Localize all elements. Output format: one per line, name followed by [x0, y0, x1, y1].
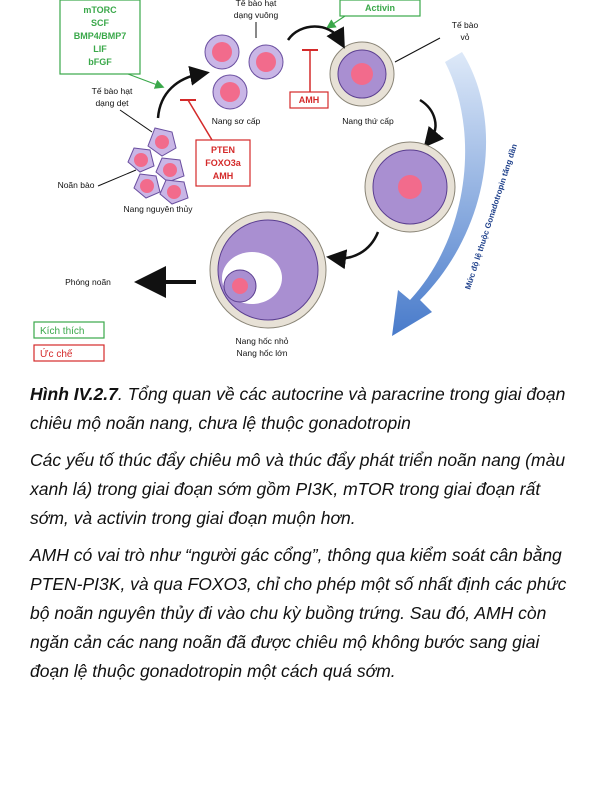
pten-inhibit-line: [187, 99, 213, 141]
amh-label: AMH: [299, 95, 320, 105]
theca-cells-label: Tế bào: [452, 20, 479, 30]
gonadotropin-gradient-arrow: [392, 52, 487, 336]
caption-title: . Tổng quan về các autocrine và paracrin…: [30, 384, 566, 433]
inhibitor-item: FOXO3a: [205, 158, 242, 168]
flat-granulosa-label: dạng dẹt: [95, 98, 129, 108]
antral-follicles-label: Nang hốc lớn: [237, 348, 288, 358]
secondary-to-preantral-arrow: [419, 98, 445, 148]
legend-stimulate-label: Kích thích: [40, 326, 84, 337]
cuboidal-granulosa-label: dạng vuông: [234, 10, 279, 20]
inhibitor-item: PTEN: [211, 145, 235, 155]
stimulator-item: BMP4/BMP7: [74, 31, 127, 41]
figure-caption: Hình IV.2.7. Tổng quan về các autocrine …: [30, 380, 570, 438]
paragraph: Các yếu tố thúc đẩy chiêu mô và thúc đẩy…: [30, 450, 566, 528]
figure-number: Hình IV.2.7: [30, 384, 118, 404]
secondary-follicle: [329, 41, 395, 107]
primary-to-secondary-arrow: [286, 25, 345, 49]
activin-pointer: [326, 15, 346, 29]
cuboidal-granulosa-label: Tế bào hạt: [236, 0, 277, 8]
flat-granulosa-pointer: [119, 109, 153, 133]
primordial-follicle-label: Nang nguyên thủy: [124, 204, 194, 214]
stimulator-item: SCF: [91, 18, 110, 28]
legend-stimulate-swatch: [33, 321, 105, 339]
primordial-to-primary-arrow: [156, 65, 210, 119]
primordial-follicles: [127, 127, 189, 205]
legend-inhibit-label: Ức chế: [40, 347, 73, 360]
stimulator-item: bFGF: [88, 57, 112, 67]
inhibitors-box: PTEN FOXO3a AMH: [195, 139, 251, 187]
antral-follicle: [209, 211, 327, 329]
ovulation-label: Phóng noãn: [65, 277, 111, 287]
follicle-recruitment-figure: Mức độ lệ thuộc Gonadotropin tăng dần mT…: [33, 0, 519, 362]
flat-granulosa-label: Tế bào hạt: [92, 86, 133, 96]
legend-inhibit-swatch: [33, 344, 105, 362]
oocyte-label: Noãn bào: [58, 180, 95, 190]
inhibitor-item: AMH: [213, 171, 234, 181]
oocyte-pointer: [97, 169, 137, 187]
text-block: Hình IV.2.7. Tổng quan về các autocrine …: [30, 380, 570, 694]
amh-box: AMH: [289, 91, 329, 109]
stimulator-item: mTORC: [83, 5, 117, 15]
primary-follicle-label: Nang sơ cấp: [212, 116, 261, 126]
activin-box: Activin: [339, 0, 421, 17]
stimulators-pointer: [127, 73, 165, 89]
stimulators-box: mTORC SCF BMP4/BMP7 LIF bFGF: [59, 0, 141, 75]
secondary-follicle-label: Nang thứ cấp: [342, 116, 394, 126]
theca-cells-label: vỏ: [461, 32, 470, 42]
paragraph: AMH có vai trò như “người gác cổng”, thô…: [30, 545, 567, 681]
antral-follicles-label: Nang hốc nhỏ: [236, 336, 289, 346]
primary-follicles: [204, 34, 284, 110]
legend: Kích thích Ức chế: [33, 321, 105, 362]
activin-label: Activin: [365, 3, 395, 13]
stimulator-item: LIF: [93, 44, 107, 54]
preantral-to-antral-arrow: [326, 231, 380, 270]
theca-pointer: [394, 37, 441, 63]
preantral-follicle: [364, 141, 456, 233]
